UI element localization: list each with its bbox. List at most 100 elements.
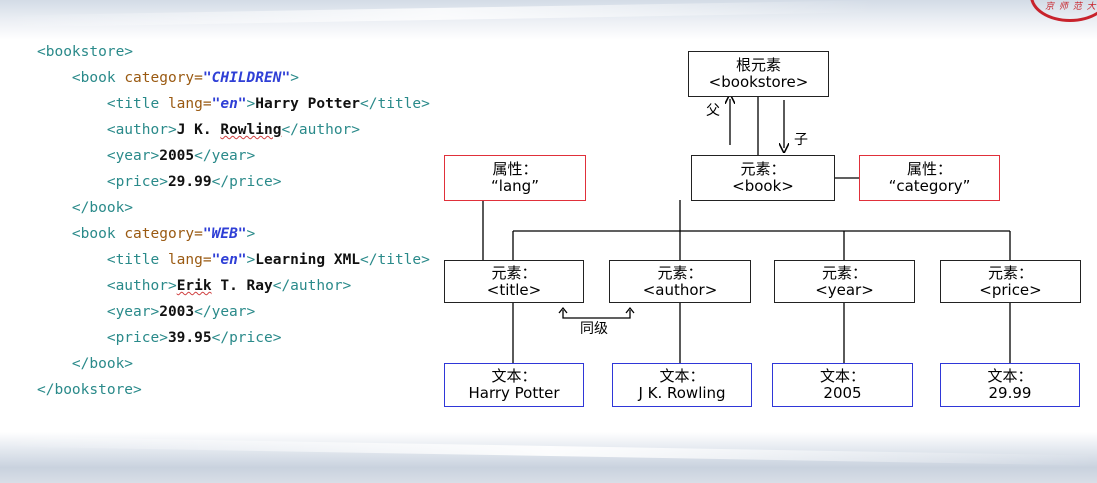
year-text-box: 文本： 2005 — [772, 363, 913, 407]
code-token: 29.99 — [167, 174, 212, 190]
title-text-heading: 文本： — [491, 367, 537, 385]
code-token: </year> — [194, 304, 256, 320]
price-element-tag: <price> — [979, 280, 1042, 299]
year-element-heading: 元素： — [821, 263, 867, 282]
sibling-label: 同级 — [580, 321, 608, 337]
bottom-decor-band — [0, 432, 1097, 483]
code-line: <book category="WEB"> — [37, 221, 430, 247]
code-token: </book> — [37, 200, 134, 216]
code-line: <price>29.99</price> — [37, 169, 430, 195]
code-token: <year> — [37, 148, 160, 164]
code-token: <author> — [37, 278, 177, 294]
code-line: <price>39.95</price> — [37, 325, 430, 351]
code-token: "CHILDREN" — [202, 70, 291, 86]
root-element-tag: <bookstore> — [708, 73, 809, 91]
code-token: 39.95 — [167, 330, 212, 346]
code-token: Rowling — [220, 122, 282, 138]
attribute-category-box: 属性： “category” — [859, 155, 1000, 201]
seal-text: 京 师 范 大 — [1045, 2, 1097, 12]
code-token: category= — [124, 226, 203, 242]
code-token: <book — [37, 226, 125, 242]
code-token: lang= — [167, 96, 212, 112]
attribute-lang-name: “lang” — [491, 177, 539, 195]
code-line: <title lang="en">Harry Potter</title> — [37, 91, 430, 117]
sibling-arrow — [562, 310, 631, 319]
code-token: "en" — [211, 96, 247, 112]
code-token: </price> — [211, 330, 282, 346]
code-token: Harry Potter — [255, 96, 361, 112]
code-token: category= — [124, 70, 203, 86]
code-token: </title> — [360, 252, 430, 268]
code-token: </title> — [360, 96, 430, 112]
attribute-lang-box: 属性： “lang” — [444, 155, 586, 201]
code-token: <price> — [37, 330, 168, 346]
code-token: T. Ray — [211, 278, 273, 294]
code-line: <title lang="en">Learning XML</title> — [37, 247, 430, 273]
code-token: "WEB" — [202, 226, 247, 242]
code-token: </author> — [281, 122, 361, 138]
code-token: 2003 — [159, 304, 195, 320]
year-text-value: 2005 — [823, 384, 862, 402]
attribute-lang-heading: 属性： — [492, 160, 538, 178]
root-element-heading: 根元素 — [735, 56, 781, 74]
code-token: > — [290, 70, 299, 86]
code-token: 2005 — [159, 148, 195, 164]
code-token: <book — [37, 70, 125, 86]
code-token: </price> — [211, 174, 282, 190]
xml-code-listing: <bookstore> <book category="CHILDREN"> <… — [37, 39, 430, 403]
code-token: > — [246, 96, 256, 112]
top-decor-band — [0, 0, 1097, 40]
code-line: <year>2003</year> — [37, 299, 430, 325]
code-line: </bookstore> — [37, 377, 430, 403]
book-element-box: 元素： <book> — [691, 155, 835, 201]
attribute-category-name: “category” — [888, 177, 971, 195]
author-text-box: 文本： J K. Rowling — [612, 363, 752, 407]
author-text-value: J K. Rowling — [638, 384, 726, 402]
code-line: <author>J K. Rowling</author> — [37, 117, 430, 143]
title-text-value: Harry Potter — [468, 384, 560, 402]
price-text-box: 文本： 29.99 — [940, 363, 1080, 407]
price-text-value: 29.99 — [988, 384, 1032, 402]
code-token: <year> — [37, 304, 160, 320]
code-token: </author> — [272, 278, 352, 294]
year-element-tag: <year> — [815, 280, 874, 299]
price-element-box: 元素： <price> — [940, 260, 1081, 303]
code-line: <year>2005</year> — [37, 143, 430, 169]
code-token: </book> — [37, 356, 134, 372]
price-text-heading: 文本： — [987, 367, 1033, 385]
title-element-heading: 元素： — [491, 263, 537, 282]
year-text-heading: 文本： — [819, 367, 865, 385]
price-element-heading: 元素： — [987, 263, 1033, 282]
author-element-box: 元素： <author> — [609, 260, 751, 303]
code-token: <price> — [37, 174, 168, 190]
code-token: > — [246, 226, 256, 242]
year-element-box: 元素： <year> — [774, 260, 915, 303]
book-element-heading: 元素： — [740, 160, 786, 178]
code-line: </book> — [37, 195, 430, 221]
code-line: <book category="CHILDREN"> — [37, 65, 430, 91]
code-token: <author> — [37, 122, 177, 138]
code-token: <bookstore> — [37, 44, 134, 60]
child-label: 子 — [794, 132, 808, 148]
parent-label: 父 — [706, 103, 720, 119]
book-element-tag: <book> — [732, 177, 794, 195]
code-token: J K. — [176, 122, 221, 138]
code-token: > — [246, 252, 256, 268]
title-text-box: 文本： Harry Potter — [444, 363, 584, 407]
code-token: lang= — [167, 252, 212, 268]
code-token: <title — [37, 96, 168, 112]
code-token: </year> — [194, 148, 256, 164]
code-token: </bookstore> — [37, 382, 142, 398]
code-token: "en" — [211, 252, 247, 268]
attribute-category-heading: 属性： — [906, 160, 952, 178]
code-line: </book> — [37, 351, 430, 377]
code-line: <bookstore> — [37, 39, 430, 65]
root-element-box: 根元素 <bookstore> — [688, 51, 829, 97]
code-line: <author>Erik T. Ray</author> — [37, 273, 430, 299]
author-text-heading: 文本： — [659, 367, 705, 385]
author-element-heading: 元素： — [657, 263, 703, 282]
code-token: <title — [37, 252, 168, 268]
author-element-tag: <author> — [642, 280, 718, 299]
code-token: Erik — [176, 278, 212, 294]
